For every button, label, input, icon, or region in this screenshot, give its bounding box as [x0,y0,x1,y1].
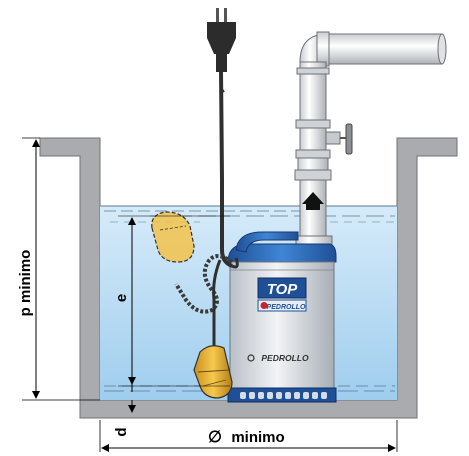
dimension-height-min: p minimo [17,137,100,401]
float-switch-raised [151,211,195,263]
plug-icon [207,8,236,72]
label-bottom-gap: d [113,427,130,436]
pump-handle [235,231,299,253]
discharge-pipe [294,31,447,257]
submersible-pump: TOP PEDROLLO PEDROLLO [227,231,337,403]
pump-brand-small: PEDROLLO [267,304,306,311]
dimension-immersion: e [113,215,230,387]
dimension-bottom-gap: d [113,384,136,437]
float-switch-lowered [193,345,233,399]
flow-direction-icon [302,192,324,210]
diameter-symbol: ∅ [208,429,222,446]
model-badge: TOP [267,281,299,298]
dimension-diameter-min: ∅ minimo [99,420,398,452]
power-cable [219,69,233,268]
label-diameter-min: minimo [231,429,284,446]
label-height-min: p minimo [17,250,34,317]
pump-brand-body: PEDROLLO [261,353,309,363]
label-immersion: e [113,294,130,302]
float-cable [174,254,239,350]
